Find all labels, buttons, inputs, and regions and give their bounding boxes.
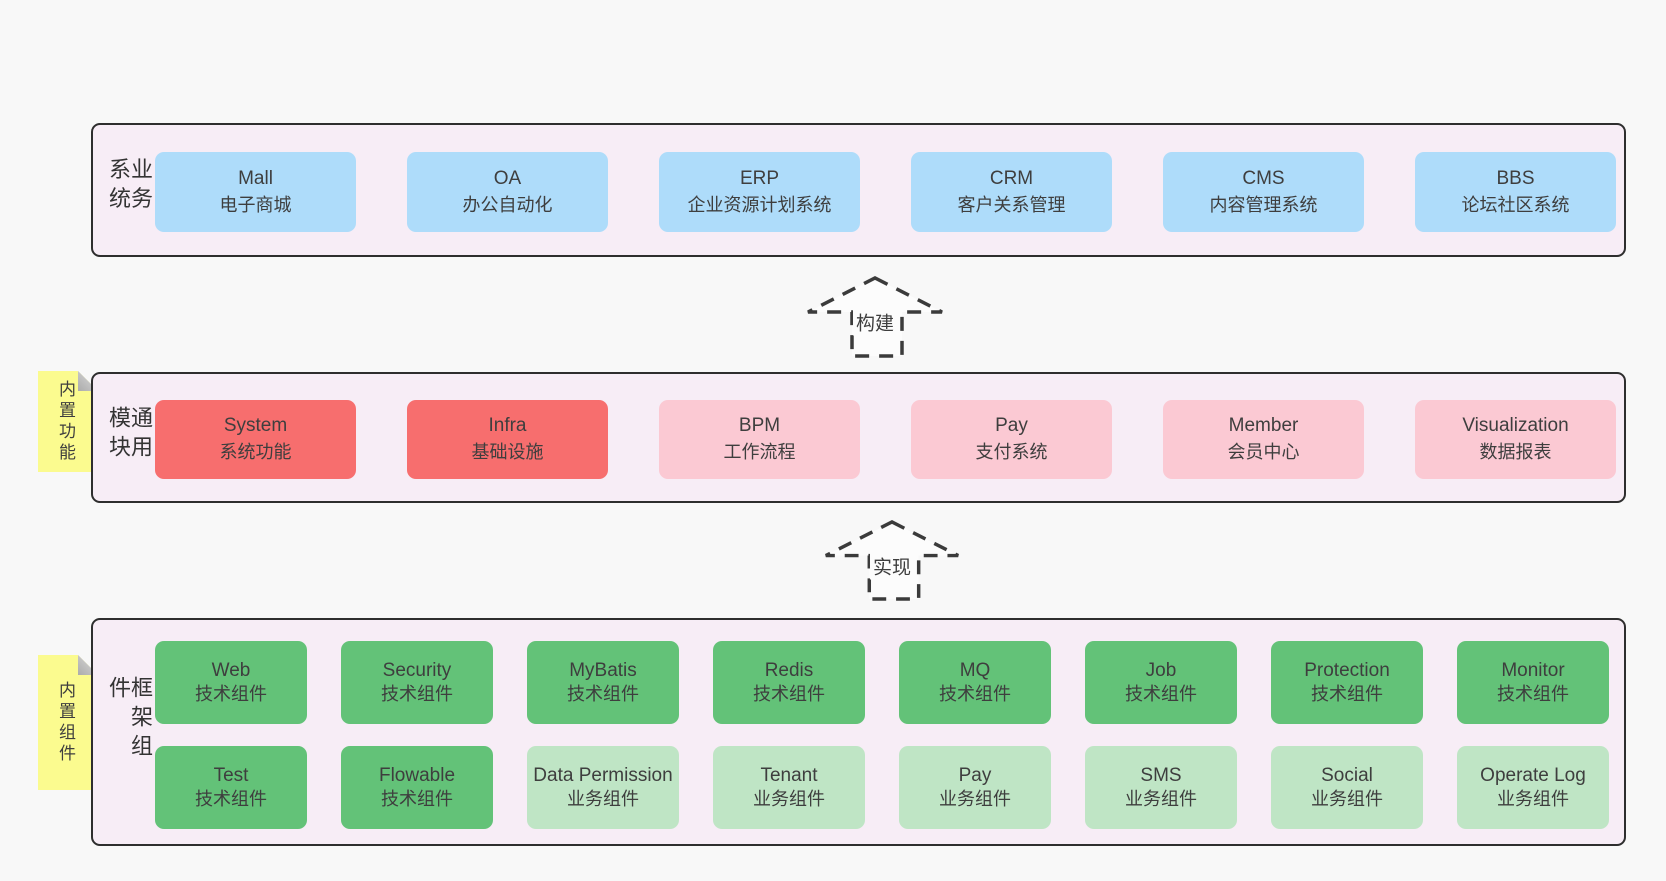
box-cms: CMS 内容管理系统 bbox=[1163, 152, 1364, 232]
box-pay-system: Pay 支付系统 bbox=[911, 400, 1112, 479]
box-title: OA bbox=[493, 167, 522, 189]
box-subtitle: 技术组件 bbox=[1497, 684, 1569, 705]
box-title: Redis bbox=[764, 660, 814, 682]
box-system: System 系统功能 bbox=[155, 400, 356, 479]
box-subtitle: 技术组件 bbox=[381, 789, 453, 810]
box-subtitle: 客户关系管理 bbox=[957, 194, 1066, 215]
box-title: Tenant bbox=[760, 765, 818, 787]
sticky-note-builtin-features: 内置功能 bbox=[38, 371, 98, 472]
box-subtitle: 企业资源计划系统 bbox=[687, 194, 832, 215]
box-subtitle: 支付系统 bbox=[975, 442, 1048, 463]
box-flowable: Flowable 技术组件 bbox=[341, 746, 493, 829]
box-crm: CRM 客户关系管理 bbox=[911, 152, 1112, 232]
box-subtitle: 技术组件 bbox=[567, 684, 639, 705]
box-title: Flowable bbox=[378, 765, 456, 787]
box-tenant: Tenant 业务组件 bbox=[713, 746, 865, 829]
arrow-implement: 实现 bbox=[823, 520, 961, 601]
box-bpm: BPM 工作流程 bbox=[659, 400, 860, 479]
box-title: SMS bbox=[1140, 765, 1182, 787]
box-job: Job 技术组件 bbox=[1085, 641, 1237, 724]
box-title: MyBatis bbox=[569, 660, 637, 682]
box-oa: OA 办公自动化 bbox=[407, 152, 608, 232]
box-title: Pay bbox=[958, 765, 992, 787]
box-subtitle: 技术组件 bbox=[1125, 684, 1197, 705]
box-subtitle: 技术组件 bbox=[753, 684, 825, 705]
box-title: System bbox=[223, 415, 288, 437]
box-subtitle: 论坛社区系统 bbox=[1461, 194, 1570, 215]
box-title: BPM bbox=[738, 415, 781, 437]
box-subtitle: 业务组件 bbox=[1497, 789, 1569, 810]
arrow-label: 实现 bbox=[869, 552, 915, 580]
box-subtitle: 技术组件 bbox=[195, 789, 267, 810]
box-pay-component: Pay 业务组件 bbox=[899, 746, 1051, 829]
section-label: 框架组件 bbox=[106, 676, 153, 763]
box-member: Member 会员中心 bbox=[1163, 400, 1364, 479]
box-subtitle: 电子商城 bbox=[219, 194, 292, 215]
box-subtitle: 业务组件 bbox=[567, 789, 639, 810]
box-mq: MQ 技术组件 bbox=[899, 641, 1051, 724]
box-erp: ERP 企业资源计划系统 bbox=[659, 152, 860, 232]
section-label: 通用模块 bbox=[106, 405, 153, 464]
box-title: Test bbox=[213, 765, 249, 787]
box-web: Web 技术组件 bbox=[155, 641, 307, 724]
section-common-modules: 通用模块 System 系统功能 Infra 基础设施 BPM 工作流程 Pay… bbox=[91, 372, 1626, 503]
box-subtitle: 技术组件 bbox=[381, 684, 453, 705]
box-subtitle: 办公自动化 bbox=[462, 194, 553, 215]
sticky-note-label: 内置组件 bbox=[56, 680, 75, 765]
box-visualization: Visualization 数据报表 bbox=[1415, 400, 1616, 479]
box-bbs: BBS 论坛社区系统 bbox=[1415, 152, 1616, 232]
box-subtitle: 基础设施 bbox=[471, 442, 544, 463]
box-subtitle: 工作流程 bbox=[723, 442, 796, 463]
section-label: 业务系统 bbox=[106, 157, 153, 216]
box-protection: Protection 技术组件 bbox=[1271, 641, 1423, 724]
box-title: Operate Log bbox=[1480, 765, 1586, 787]
box-title: Job bbox=[1145, 660, 1177, 682]
box-subtitle: 系统功能 bbox=[219, 442, 292, 463]
box-test: Test 技术组件 bbox=[155, 746, 307, 829]
box-infra: Infra 基础设施 bbox=[407, 400, 608, 479]
section-framework-components: 框架组件 Web 技术组件 Security 技术组件 MyBatis 技术组件… bbox=[91, 618, 1626, 846]
box-redis: Redis 技术组件 bbox=[713, 641, 865, 724]
sticky-note-label: 内置功能 bbox=[56, 379, 75, 464]
arrow-label: 构建 bbox=[852, 308, 898, 336]
box-subtitle: 内容管理系统 bbox=[1209, 194, 1318, 215]
box-subtitle: 技术组件 bbox=[939, 684, 1011, 705]
box-title: Monitor bbox=[1501, 660, 1565, 682]
box-title: Social bbox=[1321, 765, 1373, 787]
box-mall: Mall 电子商城 bbox=[155, 152, 356, 232]
box-subtitle: 技术组件 bbox=[195, 684, 267, 705]
box-subtitle: 数据报表 bbox=[1479, 442, 1552, 463]
box-title: CRM bbox=[989, 167, 1034, 189]
box-operate-log: Operate Log 业务组件 bbox=[1457, 746, 1609, 829]
section-business-systems: 业务系统 Mall 电子商城 OA 办公自动化 ERP 企业资源计划系统 CRM… bbox=[91, 123, 1626, 257]
box-subtitle: 技术组件 bbox=[1311, 684, 1383, 705]
box-title: Security bbox=[382, 660, 452, 682]
arrow-build: 构建 bbox=[806, 276, 944, 358]
box-title: Pay bbox=[995, 415, 1028, 437]
box-security: Security 技术组件 bbox=[341, 641, 493, 724]
box-title: MQ bbox=[959, 660, 991, 682]
box-title: Member bbox=[1228, 415, 1299, 437]
box-subtitle: 业务组件 bbox=[1125, 789, 1197, 810]
box-title: BBS bbox=[1496, 167, 1535, 189]
box-mybatis: MyBatis 技术组件 bbox=[527, 641, 679, 724]
box-social: Social 业务组件 bbox=[1271, 746, 1423, 829]
box-subtitle: 会员中心 bbox=[1227, 442, 1300, 463]
sticky-note-builtin-components: 内置组件 bbox=[38, 655, 98, 790]
box-data-permission: Data Permission 业务组件 bbox=[527, 746, 679, 829]
box-title: Infra bbox=[488, 415, 527, 437]
box-title: Protection bbox=[1304, 660, 1390, 682]
box-subtitle: 业务组件 bbox=[753, 789, 825, 810]
box-title: CMS bbox=[1242, 167, 1285, 189]
box-title: Web bbox=[211, 660, 251, 682]
box-title: ERP bbox=[739, 167, 780, 189]
box-title: Data Permission bbox=[533, 765, 673, 787]
box-monitor: Monitor 技术组件 bbox=[1457, 641, 1609, 724]
box-title: Mall bbox=[238, 167, 273, 189]
box-subtitle: 业务组件 bbox=[939, 789, 1011, 810]
box-title: Visualization bbox=[1462, 415, 1569, 437]
box-sms: SMS 业务组件 bbox=[1085, 746, 1237, 829]
box-subtitle: 业务组件 bbox=[1311, 789, 1383, 810]
